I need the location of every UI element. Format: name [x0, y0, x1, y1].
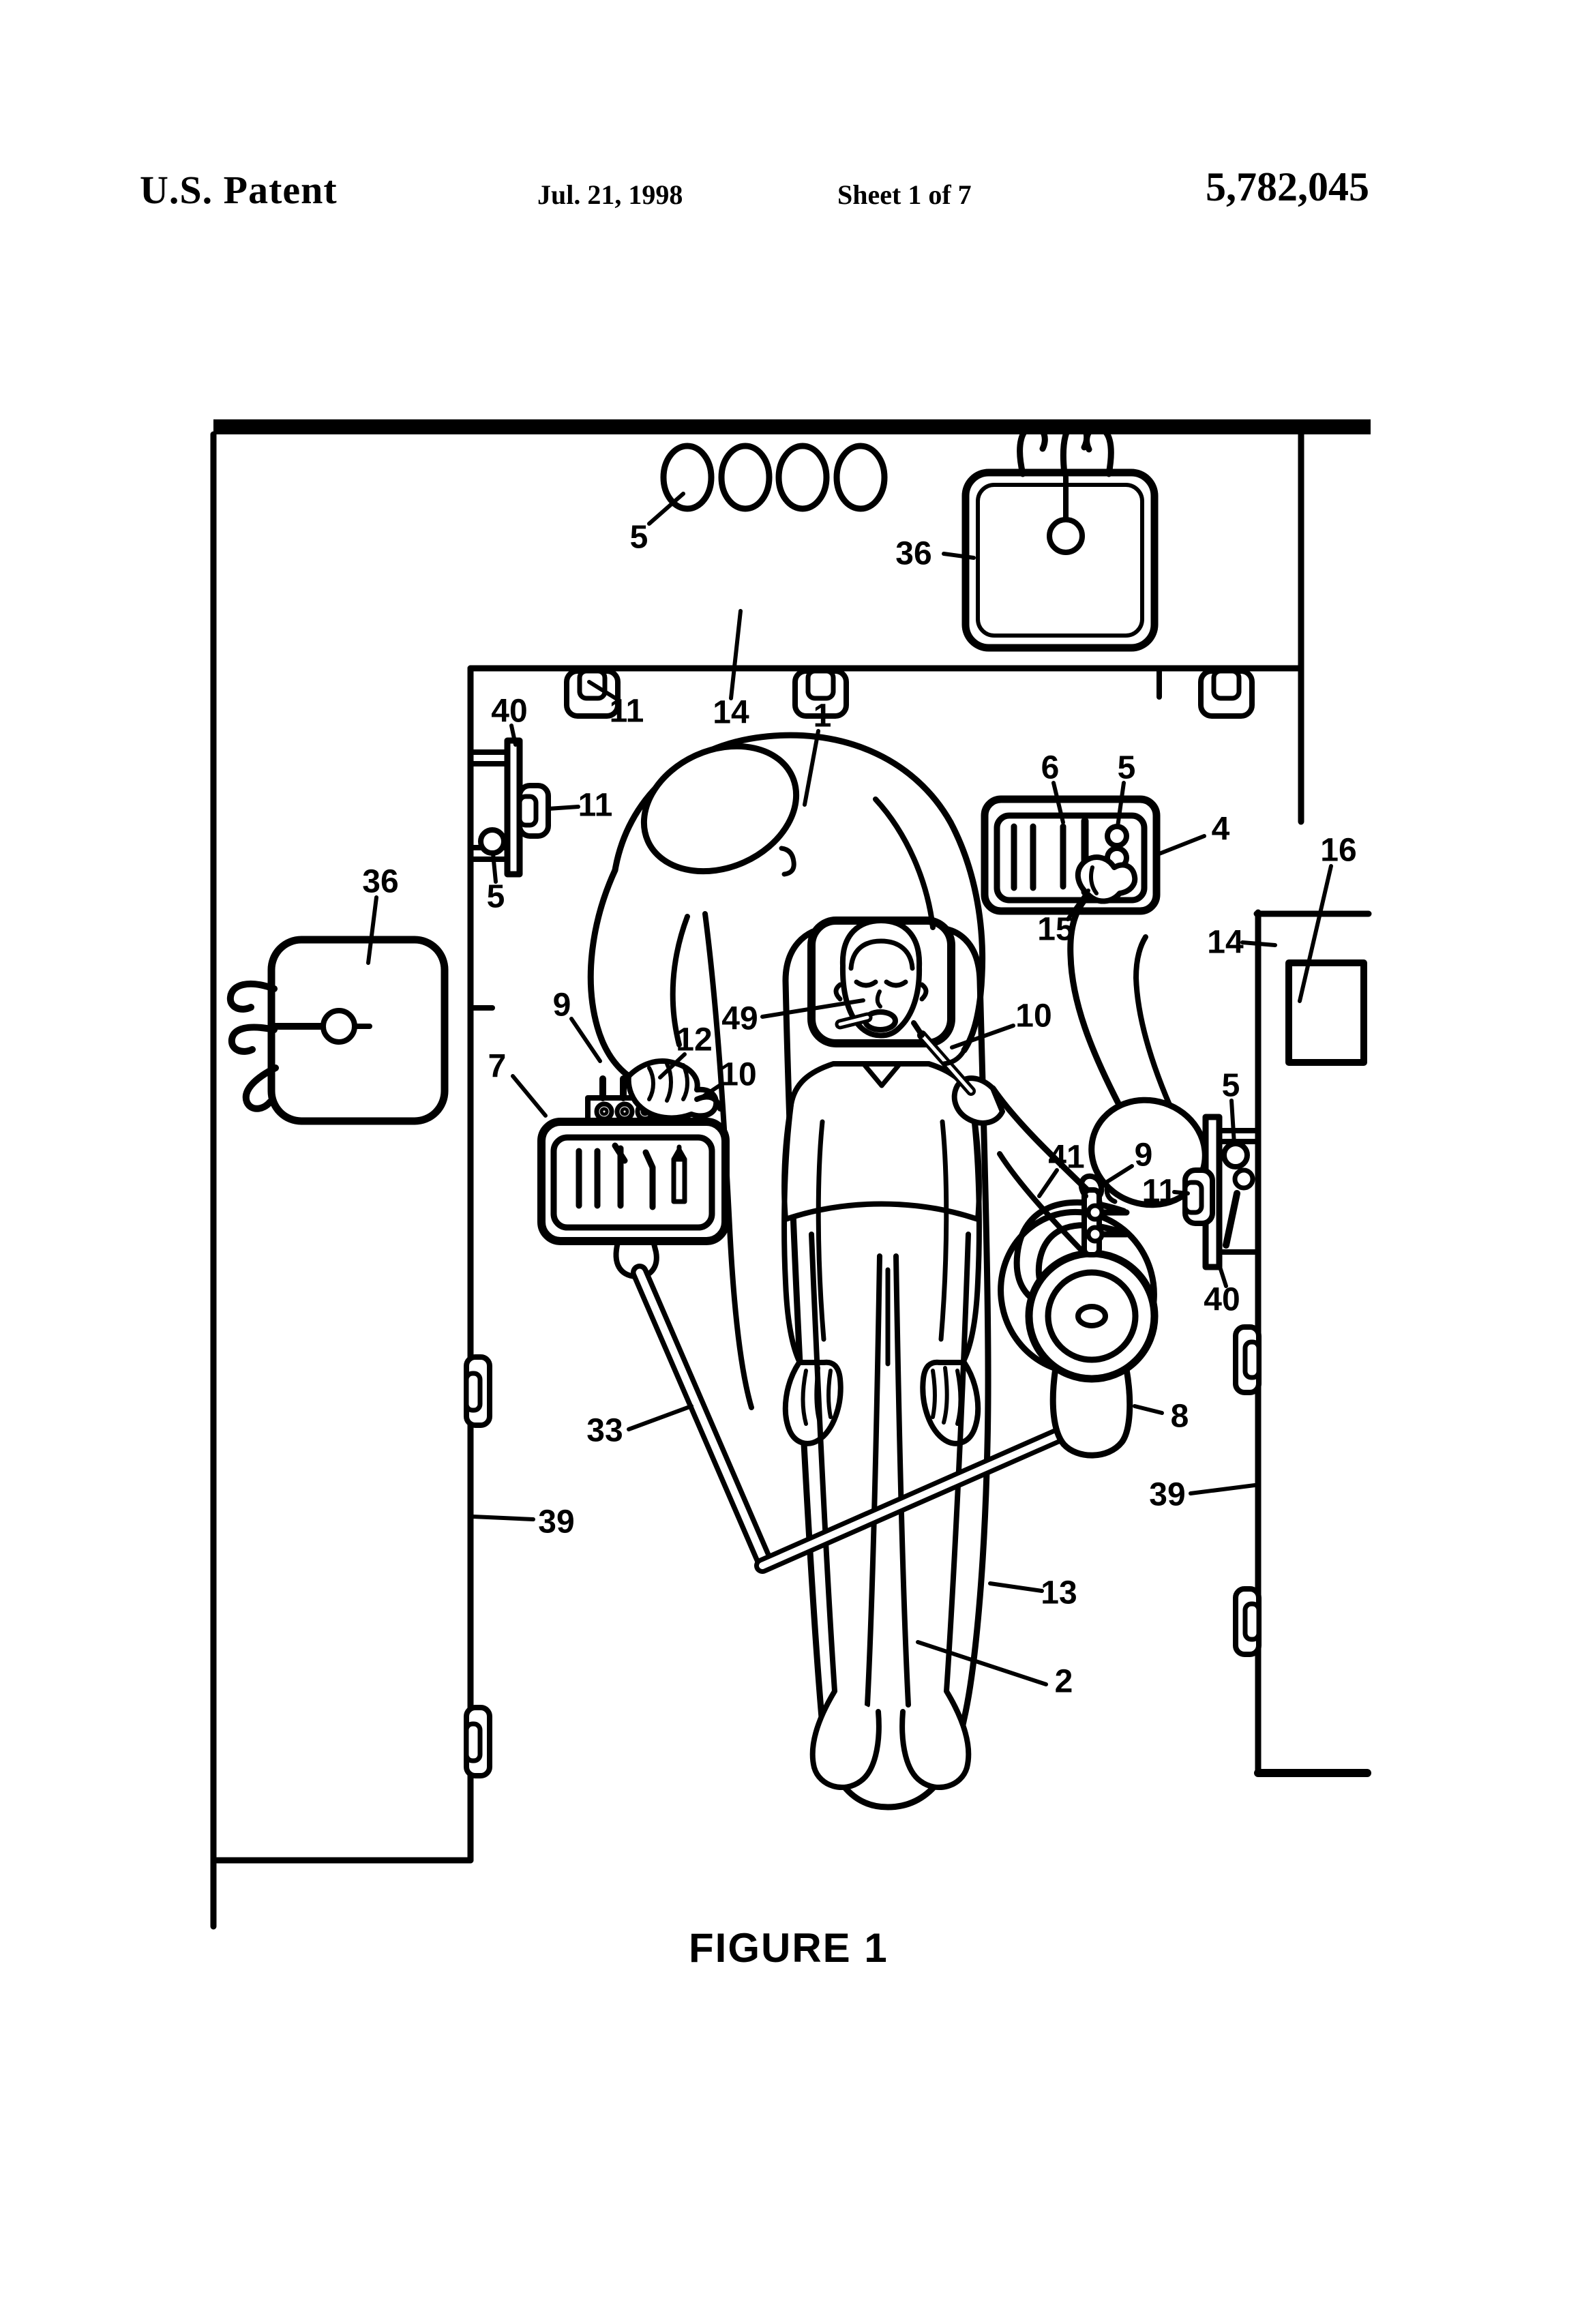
- leader-line: [1157, 834, 1206, 856]
- wall-bracket-left-40: [468, 737, 551, 878]
- control-panel-4: [981, 795, 1161, 915]
- leader-line: [1051, 781, 1065, 824]
- leader-line: [1172, 1190, 1190, 1195]
- ref-numeral-40: 40: [491, 694, 527, 730]
- ref-numeral-7: 7: [488, 1049, 507, 1085]
- leader-line: [509, 724, 518, 747]
- patent-header-sheet: Sheet 1 of 7: [837, 179, 972, 210]
- leader-line: [491, 852, 498, 884]
- ref-numeral-10: 10: [1015, 998, 1051, 1034]
- delivery-unit-8: [1025, 1249, 1159, 1459]
- ref-numeral-16: 16: [1320, 833, 1356, 869]
- patent-header-date: Jul. 21, 1998: [537, 179, 683, 210]
- patent-header-title: U.S. Patent: [140, 168, 338, 212]
- leader-line: [546, 805, 580, 811]
- ref-numeral-4: 4: [1212, 811, 1230, 848]
- leader-line: [511, 1074, 548, 1118]
- ref-numeral-41: 41: [1048, 1139, 1084, 1176]
- leader-line: [471, 1515, 535, 1521]
- leader-line: [1298, 864, 1333, 1003]
- instrument-tray-7: [537, 1075, 1102, 1574]
- leader-line: [1116, 781, 1126, 829]
- leader-line: [627, 1404, 693, 1431]
- leader-line: [729, 609, 743, 700]
- leader-line: [760, 998, 865, 1019]
- leader-line: [950, 1024, 1015, 1049]
- ref-numeral-36: 36: [895, 536, 931, 572]
- ref-numeral-6: 6: [1041, 750, 1060, 786]
- leader-line: [1240, 940, 1277, 947]
- ref-numeral-9: 9: [553, 987, 571, 1024]
- leader-line: [988, 1581, 1044, 1593]
- leader-line: [1229, 1099, 1236, 1146]
- leader-line: [366, 895, 378, 965]
- leader-line: [1189, 1483, 1257, 1495]
- ref-numeral-14: 14: [713, 695, 749, 731]
- leader-line: [1133, 1404, 1164, 1415]
- ref-numeral-33: 33: [586, 1413, 623, 1449]
- ref-numeral-11: 11: [578, 788, 613, 824]
- leader-line: [916, 1640, 1048, 1686]
- ref-numeral-8: 8: [1171, 1399, 1189, 1435]
- leader-line: [1037, 1168, 1059, 1198]
- counter-lights-5: [660, 443, 888, 512]
- ref-numeral-39: 39: [538, 1504, 574, 1540]
- leader-line: [569, 1017, 602, 1063]
- dentist-head: [640, 743, 800, 875]
- patent-header-number: 5,782,045: [1206, 164, 1369, 209]
- leader-line: [1066, 889, 1090, 921]
- wall-bracket-right-40: [1078, 1114, 1261, 1270]
- dentist-1: [587, 732, 986, 1410]
- ref-numeral-14: 14: [1207, 925, 1244, 961]
- dentist-back: [612, 732, 954, 874]
- ref-numeral-11: 11: [1142, 1174, 1177, 1210]
- leader-line: [803, 729, 820, 807]
- ref-numeral-5: 5: [1118, 750, 1136, 786]
- ref-numeral-12: 12: [676, 1022, 712, 1058]
- ref-numeral-9: 9: [1135, 1137, 1153, 1174]
- ref-numeral-5: 5: [1222, 1068, 1240, 1104]
- ref-numeral-10: 10: [720, 1057, 756, 1093]
- ref-numeral-2: 2: [1055, 1664, 1073, 1700]
- ref-numeral-15: 15: [1037, 912, 1073, 948]
- leader-line: [942, 552, 976, 560]
- figure-caption: FIGURE 1: [689, 1925, 889, 1971]
- ref-numeral-13: 13: [1041, 1575, 1077, 1611]
- sink-top-36: [961, 421, 1159, 652]
- monitor-16: [1285, 959, 1367, 1066]
- ref-numeral-36: 36: [362, 864, 398, 900]
- ref-numeral-5: 5: [487, 879, 505, 915]
- patient-2: [781, 918, 982, 1790]
- leader-line: [1104, 1164, 1134, 1185]
- leader-line: [587, 680, 620, 702]
- ref-numeral-39: 39: [1149, 1477, 1185, 1513]
- sink-left-36: [226, 936, 449, 1125]
- leader-line: [1218, 1265, 1228, 1288]
- leader-line: [647, 492, 685, 526]
- ref-numeral-1: 1: [814, 698, 832, 734]
- ref-numeral-49: 49: [721, 1001, 758, 1037]
- leader-line: [699, 1082, 723, 1100]
- cabinet-handles: [464, 668, 1262, 1778]
- ref-numeral-5: 5: [630, 520, 648, 556]
- ref-numeral-11: 11: [610, 694, 644, 730]
- leader-line: [658, 1052, 687, 1079]
- ref-numeral-40: 40: [1204, 1282, 1240, 1318]
- hose-connector-9: [1081, 1187, 1102, 1257]
